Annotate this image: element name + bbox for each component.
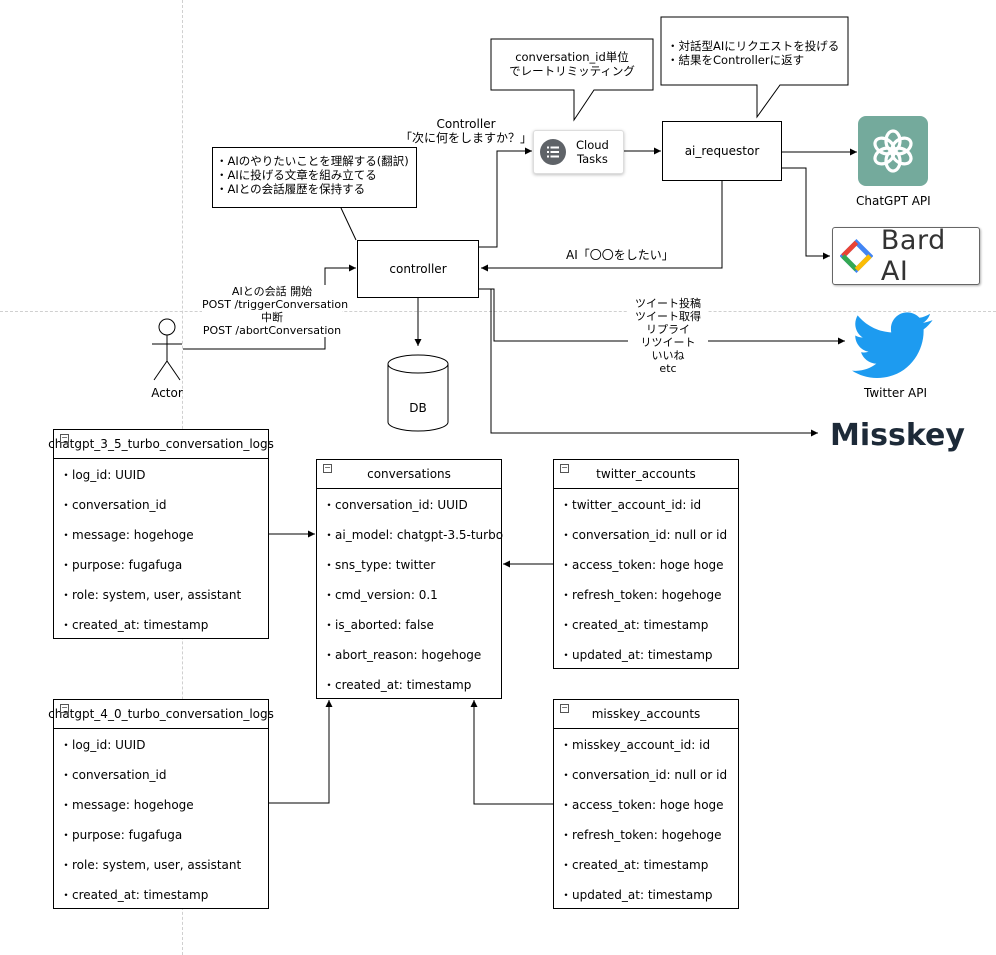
bard-label: Bard AI bbox=[880, 225, 946, 287]
collapse-icon[interactable]: − bbox=[60, 433, 69, 443]
table-header: − chatgpt_3_5_turbo_conversation_logs bbox=[48, 430, 274, 459]
table-row: ・purpose: fugafuga bbox=[60, 827, 183, 842]
requestor-note-text: ・対話型AIにリクエストを投げる ・結果をControllerに返す bbox=[667, 39, 840, 67]
table-title: conversations bbox=[367, 467, 451, 481]
controller-node[interactable]: controller bbox=[357, 240, 479, 298]
table-row: ・twitter_account_id: id bbox=[560, 497, 702, 512]
table-header: − twitter_accounts bbox=[554, 460, 738, 489]
edge-controller-to-misskey bbox=[479, 288, 818, 437]
table-row: ・log_id: UUID bbox=[60, 467, 146, 482]
edge-requestor-to-controller bbox=[481, 181, 723, 272]
table-row: ・conversation_id: null or id bbox=[560, 527, 728, 542]
collapse-icon[interactable]: − bbox=[323, 463, 332, 473]
table-row: ・abort_reason: hogehoge bbox=[323, 647, 482, 662]
ai-requestor-label: ai_requestor bbox=[684, 144, 760, 158]
actor-figure bbox=[152, 318, 182, 381]
label-actor-to-controller: AIとの会話 開始 POST /triggerConversation 中断 P… bbox=[202, 285, 349, 337]
db-cylinder bbox=[387, 354, 449, 432]
label-ai-to-controller: AI「〇〇をしたい」 bbox=[566, 248, 674, 262]
chatgpt-api-label: ChatGPT API bbox=[856, 194, 931, 208]
guide-line-horizontal bbox=[0, 311, 996, 312]
table-row: ・refresh_token: hogehoge bbox=[560, 827, 722, 842]
table-row: ・log_id: UUID bbox=[60, 737, 146, 752]
table-row: ・ai_model: chatgpt-3.5-turbo bbox=[323, 527, 504, 542]
table-row: ・updated_at: timestamp bbox=[560, 647, 713, 662]
cloud-tasks-node[interactable]: Cloud Tasks bbox=[533, 130, 624, 174]
bard-ai-node: Bard AI bbox=[832, 225, 980, 287]
table-row: ・access_token: hoge hoge bbox=[560, 797, 724, 812]
table-row: ・created_at: timestamp bbox=[60, 887, 209, 902]
twitter-bird-icon bbox=[851, 312, 933, 378]
table-row: ・misskey_account_id: id bbox=[560, 737, 711, 752]
tasks-note-text: conversation_id単位 でレートリミッティング bbox=[509, 50, 635, 78]
table-header: − chatgpt_4_0_turbo_conversation_logs bbox=[48, 700, 274, 729]
table-row: ・conversation_id bbox=[60, 767, 167, 782]
table-misskey-accounts[interactable]: − misskey_accounts ・misskey_account_id: … bbox=[553, 699, 739, 909]
edge-misskey-accounts-to-conversations bbox=[470, 700, 553, 805]
table-row: ・purpose: fugafuga bbox=[60, 557, 183, 572]
table-title: chatgpt_4_0_turbo_conversation_logs bbox=[48, 707, 274, 721]
table-row: ・access_token: hoge hoge bbox=[560, 557, 724, 572]
controller-note-callout bbox=[212, 147, 417, 208]
cloud-tasks-icon bbox=[540, 139, 566, 165]
cloud-tasks-label: Cloud Tasks bbox=[576, 138, 609, 166]
collapse-icon[interactable]: − bbox=[560, 463, 569, 473]
table-gpt35-logs[interactable]: − chatgpt_3_5_turbo_conversation_logs ・l… bbox=[48, 429, 274, 639]
misskey-logo: Misskey bbox=[830, 418, 965, 453]
controller-note-text: ・AIのやりたいことを理解する(翻訳) ・AIに投げる文章を組み立てる ・AIと… bbox=[216, 154, 409, 196]
db-label: DB bbox=[409, 401, 427, 415]
table-row: ・created_at: timestamp bbox=[323, 677, 472, 692]
table-conversations[interactable]: − conversations ・conversation_id: UUID ・… bbox=[316, 459, 504, 699]
ai-requestor-node[interactable]: ai_requestor bbox=[662, 121, 782, 181]
actor-label: Actor bbox=[151, 386, 183, 400]
controller-label: controller bbox=[389, 262, 447, 276]
twitter-api-label: Twitter API bbox=[864, 386, 928, 400]
edge-gpt40-to-conversations bbox=[269, 700, 333, 804]
openai-icon bbox=[873, 129, 913, 173]
table-title: chatgpt_3_5_turbo_conversation_logs bbox=[48, 437, 274, 451]
chatgpt-logo bbox=[858, 116, 928, 186]
label-controller-to-sns: ツイート投稿 ツイート取得 リプライ リツイート いいね etc bbox=[628, 297, 708, 375]
callout-pointer-controller-note bbox=[340, 207, 357, 241]
table-row: ・conversation_id: null or id bbox=[560, 767, 728, 782]
edge-controller-to-tasks bbox=[479, 147, 532, 248]
table-header: − conversations bbox=[317, 460, 501, 489]
table-row: ・role: system, user, assistant bbox=[60, 857, 242, 872]
table-title: misskey_accounts bbox=[591, 707, 701, 721]
table-row: ・sns_type: twitter bbox=[323, 557, 436, 572]
table-row: ・created_at: timestamp bbox=[60, 617, 209, 632]
collapse-icon[interactable]: − bbox=[60, 703, 69, 713]
table-row: ・message: hogehoge bbox=[60, 797, 194, 812]
table-gpt40-logs[interactable]: − chatgpt_4_0_turbo_conversation_logs ・l… bbox=[48, 699, 274, 909]
table-row: ・conversation_id bbox=[60, 497, 167, 512]
collapse-icon[interactable]: − bbox=[560, 703, 569, 713]
table-row: ・role: system, user, assistant bbox=[60, 587, 242, 602]
bard-icon bbox=[840, 239, 873, 273]
table-row: ・is_aborted: false bbox=[323, 617, 434, 632]
edge-requestor-to-bard bbox=[782, 167, 830, 260]
label-controller-to-tasks: Controller 「次に何をしますか？」 bbox=[400, 117, 533, 145]
table-header: − misskey_accounts bbox=[554, 700, 738, 729]
table-row: ・created_at: timestamp bbox=[560, 857, 709, 872]
table-row: ・refresh_token: hogehoge bbox=[560, 587, 722, 602]
table-row: ・cmd_version: 0.1 bbox=[323, 587, 438, 602]
table-row: ・updated_at: timestamp bbox=[560, 887, 713, 902]
table-twitter-accounts[interactable]: − twitter_accounts ・twitter_account_id: … bbox=[553, 459, 739, 669]
table-row: ・message: hogehoge bbox=[60, 527, 194, 542]
table-row: ・created_at: timestamp bbox=[560, 617, 709, 632]
table-title: twitter_accounts bbox=[596, 467, 696, 481]
table-row: ・conversation_id: UUID bbox=[323, 497, 468, 512]
